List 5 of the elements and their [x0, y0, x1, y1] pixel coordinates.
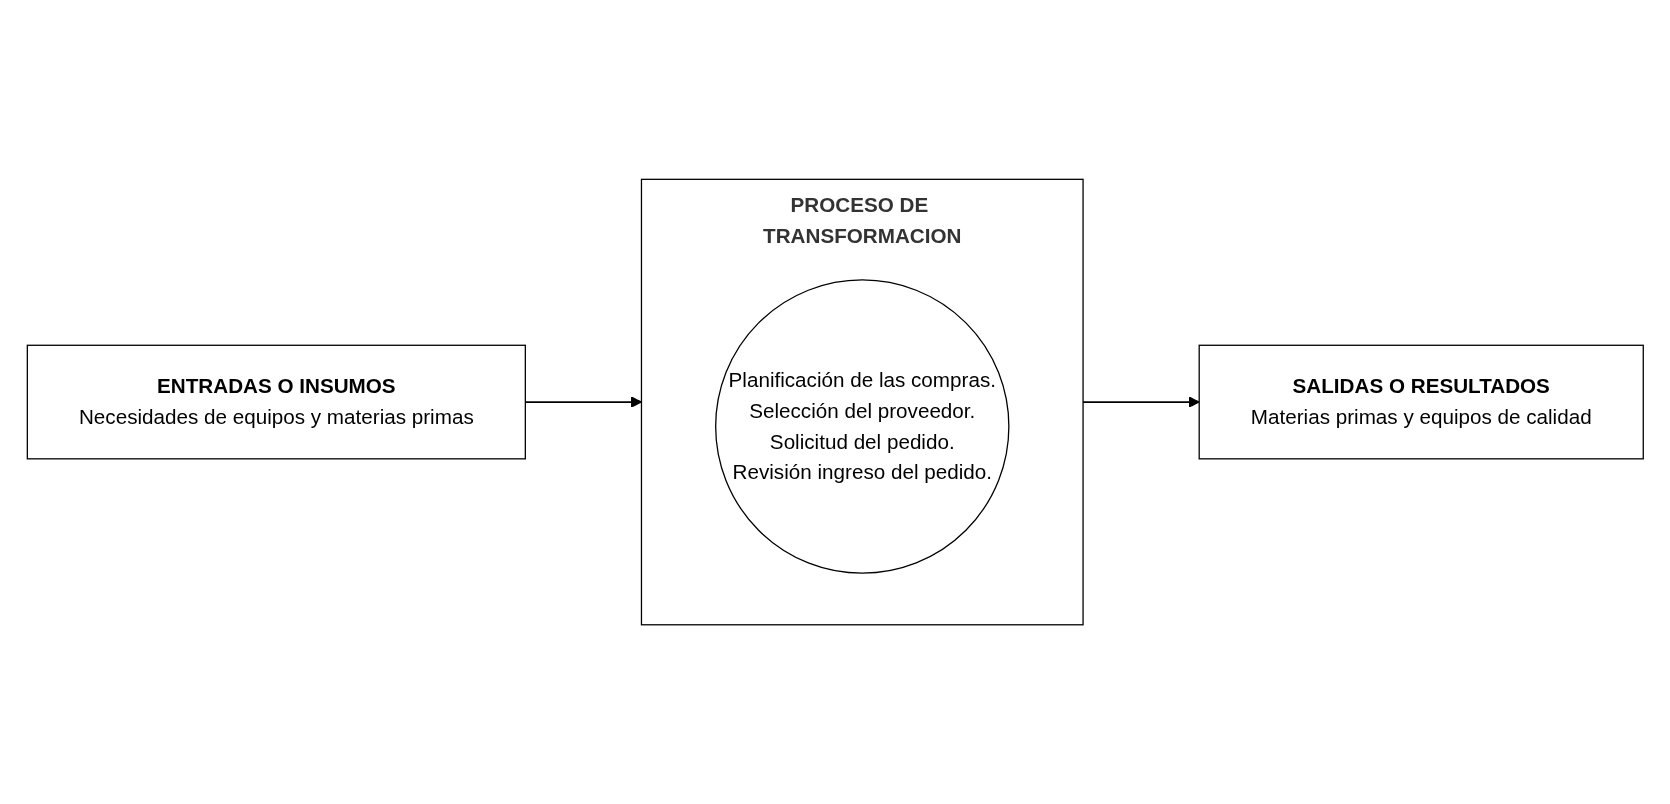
node-circle	[714, 279, 1010, 574]
flow-diagram: PROCESO DE TRANSFORMACION Planificación de las compras. Selección del proveedor. Solicitud del pedido. Revisión ingreso del pedido. ENTRADAS O INSUMOS Necesidades de equipos y materias primas SALIDAS O RESULTADOS Materias primas y equipos de calidad	[16, 168, 1654, 636]
node-box	[26, 344, 526, 460]
cluster	[640, 178, 1084, 626]
node-box	[1198, 344, 1644, 460]
